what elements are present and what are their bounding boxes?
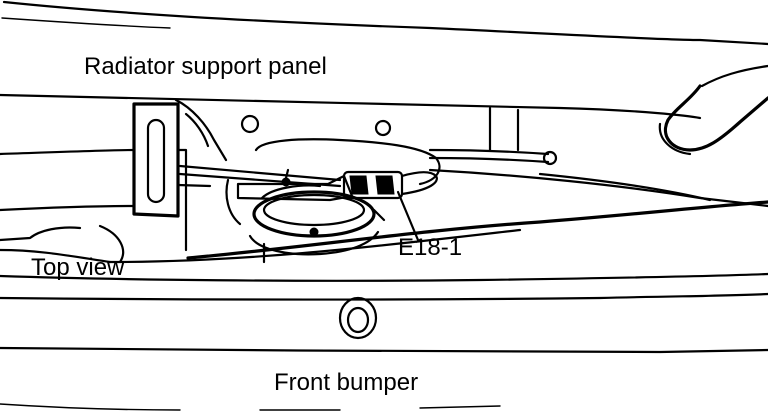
wiring-harness [178, 148, 768, 208]
hood-edge-line [2, 0, 768, 46]
horn-assembly [225, 138, 441, 264]
horn-bracket [132, 102, 212, 252]
radiator-support-panel [0, 93, 702, 212]
front-bumper-outline [0, 272, 768, 411]
frame-crossmember [0, 200, 768, 264]
radiator-support-panel-label: Radiator support panel [84, 53, 327, 80]
top-view-label: Top view [31, 254, 125, 281]
radiator-hose [658, 64, 768, 156]
connector-e18-1-label: E18-1 [398, 234, 463, 261]
hood-edge-line-2 [1, 17, 171, 29]
front-bumper-label: Front bumper [274, 369, 419, 396]
connector-e18-1-shape [236, 168, 438, 202]
